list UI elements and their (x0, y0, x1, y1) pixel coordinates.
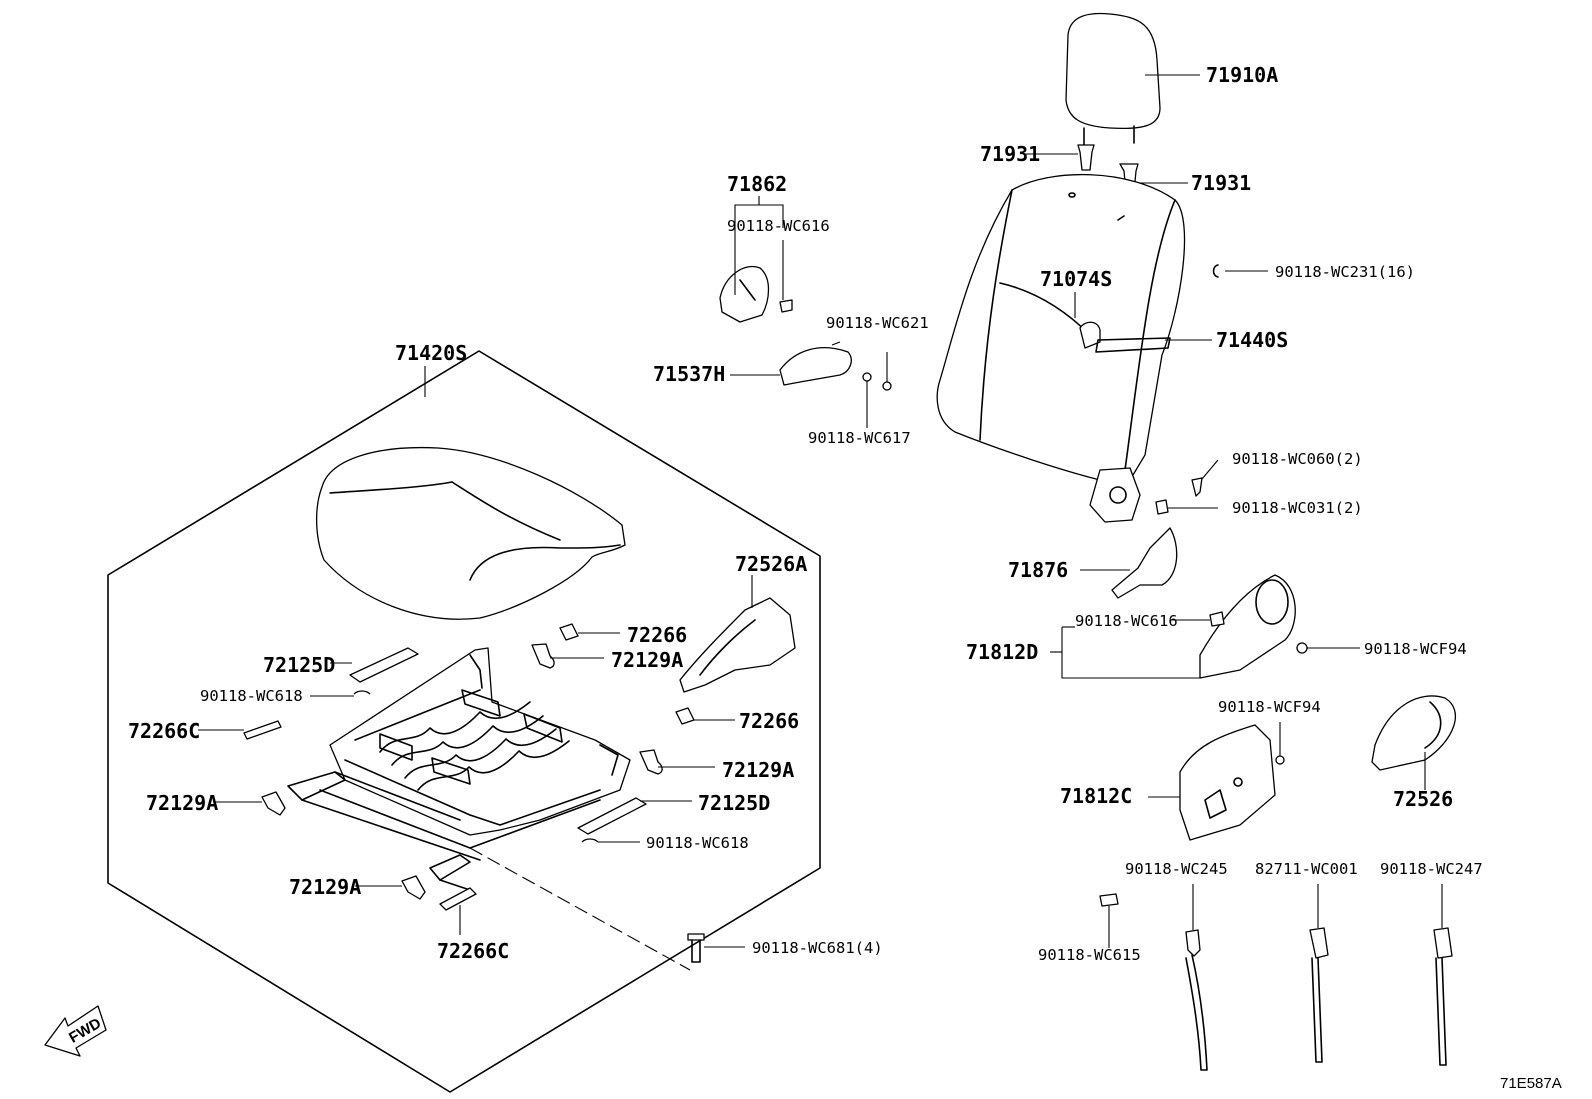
rail-covers (198, 647, 692, 935)
recliner-screws (1155, 459, 1219, 515)
label-back-clip: 90118-WC231(16) (1275, 263, 1415, 281)
label-hinge-cover-top: 71862 (727, 172, 787, 196)
label-hinge-bracket: 71537H (653, 362, 725, 386)
label-recliner-cover-screw: 90118-WC616 (1075, 612, 1178, 630)
label-recliner-screw-b: 90118-WC031(2) (1232, 499, 1363, 517)
cable-ties (1185, 884, 1453, 1071)
recliner-inner-cover (1080, 527, 1178, 599)
label-recliner-cover-clip: 90118-WCF94 (1364, 640, 1467, 658)
label-hinge-bracket-nut: 90118-WC621 (826, 314, 929, 332)
label-back-part: 71074S (1040, 267, 1112, 291)
label-hinge-bracket-bolt: 90118-WC617 (808, 429, 911, 447)
label-mount-bolt: 90118-WC681(4) (752, 939, 883, 957)
label-hinge-cover-top-screw: 90118-WC616 (727, 217, 830, 235)
recliner-outer-cover (1050, 574, 1360, 679)
label-clip-72266-b: 72266 (739, 709, 799, 733)
cushion-clips (215, 623, 735, 900)
label-cushion-assembly: 71420S (395, 341, 467, 365)
label-lever-knob: 72526 (1393, 787, 1453, 811)
label-clip-72266-a: 72266 (627, 623, 687, 647)
label-recliner-screw-a: 90118-WC060(2) (1232, 450, 1363, 468)
label-tie-wc001: 82711-WC001 (1255, 860, 1358, 878)
label-back-cover-assembly: 71440S (1216, 328, 1288, 352)
forward-arrow-icon: FWD (44, 1005, 107, 1057)
label-headrest-guide-left: 71931 (980, 142, 1040, 166)
label-tie-wc245: 90118-WC245 (1125, 860, 1228, 878)
seatback-cover (936, 173, 1212, 523)
label-headrest: 71910A (1206, 63, 1278, 87)
clip-wc615-shape (1099, 893, 1119, 948)
label-cushion-shield: 72526A (735, 552, 807, 576)
label-clip-72129a-d: 72129A (289, 875, 361, 899)
headrest-shape (1065, 12, 1200, 146)
label-clip-72129a-a: 72129A (611, 648, 683, 672)
label-pad-72266c-a: 72266C (128, 719, 200, 743)
label-clip-wc618-b: 90118-WC618 (646, 834, 749, 852)
label-clip-72129a-c: 72129A (146, 791, 218, 815)
label-tie-wc247: 90118-WC247 (1380, 860, 1483, 878)
seat-cushion-pad (316, 446, 626, 620)
label-pad-72266c-b: 72266C (437, 939, 509, 963)
label-lever-cover: 71812C (1060, 784, 1132, 808)
label-rail-cover-right: 72125D (698, 791, 770, 815)
label-rail-cover-left: 72125D (263, 653, 335, 677)
label-clip-72129a-b: 72129A (722, 758, 794, 782)
label-recliner-cover-inner: 71876 (1008, 558, 1068, 582)
cushion-shield-part (679, 575, 796, 693)
hinge-cover-top-shape (719, 196, 793, 323)
hinge-bracket-shape (730, 341, 892, 428)
lever-knob-shape (1371, 695, 1456, 790)
mount-bolt-shape (687, 933, 745, 963)
label-recliner-cover-assembly: 71812D (966, 640, 1038, 664)
part-labels: 71910A 71931 71931 90118-WC231(16) 71440S 710… (128, 63, 1483, 964)
back-clip-shape (1212, 264, 1268, 278)
seat-frame (287, 647, 691, 971)
diagram-reference-code: 71E587A (1500, 1075, 1562, 1092)
label-recliner-cover-clip-b: 90118-WCF94 (1218, 698, 1321, 716)
label-clip-wc615: 90118-WC615 (1038, 946, 1141, 964)
label-clip-wc618-a: 90118-WC618 (200, 687, 303, 705)
cushion-group-outline (107, 350, 821, 1093)
lever-cover-shape (1148, 722, 1285, 841)
label-headrest-guide-right: 71931 (1191, 171, 1251, 195)
